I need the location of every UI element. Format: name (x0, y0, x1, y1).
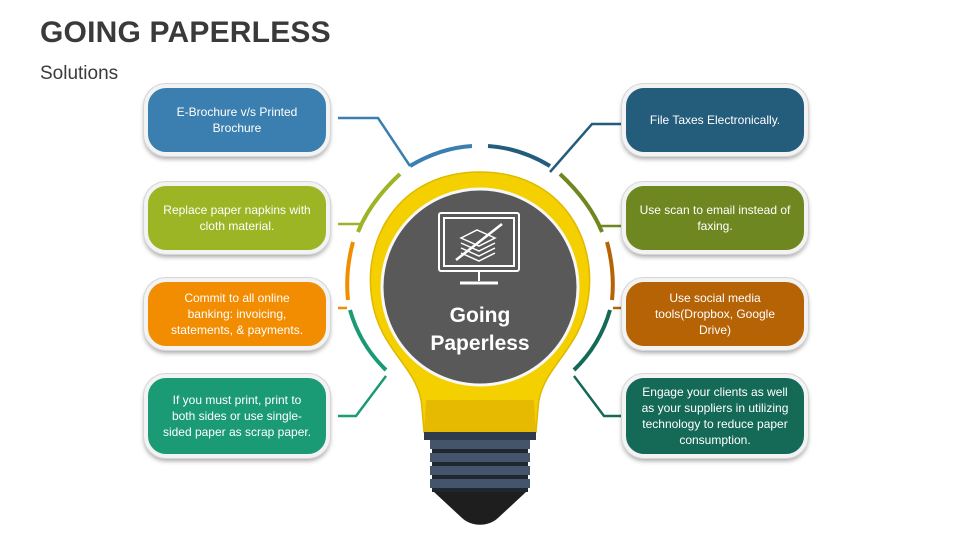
connector-right-1 (549, 122, 622, 173)
center-label-line2: Paperless (430, 332, 530, 355)
connector-left-4 (338, 375, 387, 418)
bulb-core (380, 187, 580, 387)
solution-text: If you must print, print to both sides o… (162, 393, 312, 439)
bulb-base-thread-2 (430, 453, 530, 462)
bulb-base-tip (434, 492, 526, 525)
bulb-base-cap (424, 432, 536, 440)
solution-box-e-brochure: E-Brochure v/s Printed Brochure (144, 84, 330, 156)
solution-text: File Taxes Electronically. (649, 113, 781, 127)
page-subtitle: Solutions (40, 63, 119, 84)
connector-right-4 (573, 375, 622, 418)
bulb-base-thread-1 (430, 440, 530, 449)
ring-segment-lower-left (348, 309, 388, 372)
ring-segment-upper-left (356, 172, 402, 233)
monitor-with-crossed-paper-stack-icon (438, 212, 520, 285)
solution-text: Replace paper napkins with cloth materia… (163, 203, 311, 233)
ring-segment-top-right (487, 144, 552, 168)
solution-text: Engage your clients as well as your supp… (641, 385, 789, 447)
solution-box-engage-clients: Engage your clients as well as your supp… (622, 374, 808, 458)
bulb-base-thread-3 (430, 466, 530, 475)
page-title: GOING PAPERLESS (40, 16, 331, 49)
solution-box-social-media-tools: Use social media tools(Dropbox, Google D… (622, 278, 808, 350)
ring-segment-top-left (408, 144, 473, 168)
center-label-line1: Going (449, 304, 511, 327)
solution-text: E-Brochure v/s Printed Brochure (176, 105, 298, 135)
center-label: Going Paperless (400, 302, 560, 358)
bulb-base-gap-2 (432, 462, 528, 466)
solution-box-online-banking: Commit to all online banking: invoicing,… (144, 278, 330, 350)
ring-segment-lower-right (572, 309, 612, 372)
solution-box-scan-to-email: Use scan to email instead of faxing. (622, 182, 808, 254)
bulb-base-thread-4 (430, 479, 530, 488)
bulb-base-gap-4 (432, 488, 528, 492)
ring-segment-mid-left (345, 241, 355, 301)
connector-left-1 (338, 116, 412, 167)
solution-box-cloth-napkins: Replace paper napkins with cloth materia… (144, 182, 330, 254)
bulb-neck-shadow (424, 400, 536, 432)
ring-segment-mid-right (605, 241, 615, 301)
solution-text: Commit to all online banking: invoicing,… (170, 291, 304, 337)
solution-text: Use scan to email instead of faxing. (639, 203, 791, 233)
solution-box-file-taxes: File Taxes Electronically. (622, 84, 808, 156)
bulb-base-gap-3 (432, 475, 528, 479)
solution-box-double-sided-print: If you must print, print to both sides o… (144, 374, 330, 458)
solution-text: Use social media tools(Dropbox, Google D… (654, 291, 776, 337)
bulb-base-gap-1 (432, 449, 528, 453)
